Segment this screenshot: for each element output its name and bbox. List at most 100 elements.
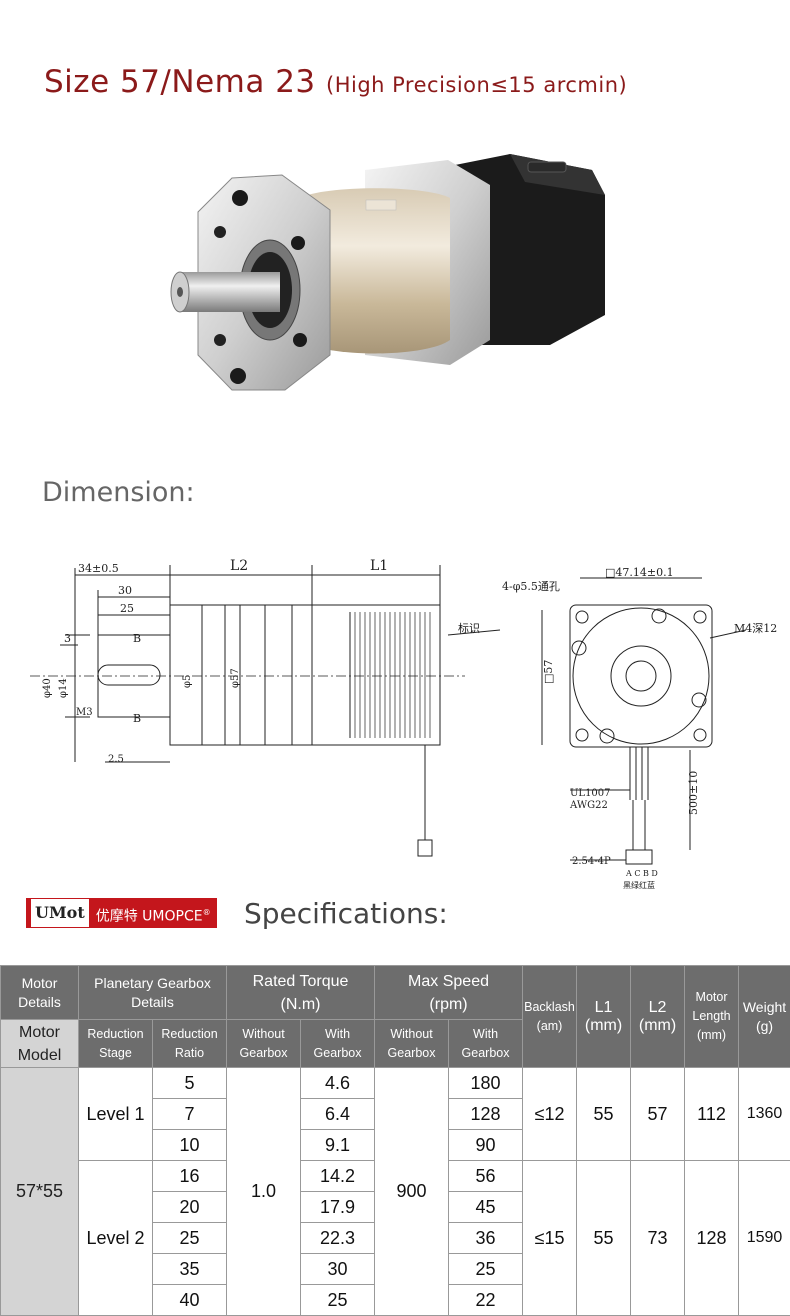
dimension-drawing: 34±0.5 L2 L1 30 25 3 B B M3 2.5 φ40 φ14 … [30,558,777,890]
cell-speed: 56 [448,1160,524,1192]
table-row: 10 9.1 90 [1,1129,790,1161]
th-torque-without: Without Gearbox [226,1019,302,1068]
dim-m4: M4深12 [734,622,777,635]
cell-ratio: 25 [151,1222,228,1254]
th-max-speed-unit: (rpm) [429,995,468,1013]
cell-l1-2: 55 [576,1160,632,1316]
th-planetary: Planetary Gearbox Details [77,965,228,1020]
cell-motor-length-1: 112 [684,1067,740,1161]
th-rated-torque: Rated Torque (N.m) [226,965,376,1020]
cell-ratio: 20 [151,1191,228,1223]
th-motor-length-unit: (mm) [696,1028,727,1042]
dim-m3: M3 [76,707,93,718]
dim-holes: 4-φ5.5通孔 [502,580,560,593]
dim-34: 34±0.5 [78,562,119,575]
th-rated-torque-label: Rated Torque [252,972,349,990]
th-l1-label: L1 [594,998,613,1016]
cell-torque: 6.4 [300,1098,376,1130]
cell-model: 57*55 [0,1067,79,1316]
cell-stage-2: Level 2 [78,1160,153,1316]
cell-motor-length-2: 128 [684,1160,740,1316]
cell-ratio: 10 [151,1129,228,1161]
cell-l2-1: 57 [630,1067,686,1161]
cell-torque: 4.6 [300,1067,376,1099]
cell-torque: 30 [300,1253,376,1285]
dimension-title: Dimension: [42,477,195,508]
header-row-1: Motor Details Planetary Gearbox Details … [0,965,790,1068]
cell-ratio: 7 [151,1098,228,1130]
cell-ratio: 16 [151,1160,228,1192]
cell-torque-without: 1.0 [226,1067,302,1316]
specifications-table: Motor Details Planetary Gearbox Details … [0,965,790,1316]
dim-l1: L1 [370,558,388,574]
th-l2: L2(mm) [630,965,686,1068]
cell-speed: 25 [448,1253,524,1285]
th-max-speed-label: Max Speed [408,972,489,990]
brand-umopce-text: 优摩特 UMOPCE [95,908,203,925]
table-row: Level 2 16 14.2 56 ≤15 55 73 128 1590 [1,1160,790,1316]
th-l1: L1(mm) [576,965,632,1068]
brand-umot: UMot [26,898,90,928]
cell-speed: 180 [448,1067,524,1099]
th-motor-model: Motor Model [0,1019,79,1068]
cell-speed-without: 900 [374,1067,450,1316]
dim-ul: UL1007 [570,788,611,799]
brand-reg: ® [202,908,211,917]
dim-2-5: 2.5 [108,754,124,765]
th-weight: Weight (g) [738,965,790,1068]
th-reduction-ratio: Reduction Ratio [151,1019,228,1068]
cell-weight-2: 1590 [738,1160,790,1316]
page-title: Size 57/Nema 23 (High Precision≤15 arcmi… [44,64,627,100]
dim-cable-len: 500±10 [687,771,700,815]
gearbox-motor-photo [170,154,605,391]
cell-stage-1: Level 1 [78,1067,153,1161]
th-l2-unit: (mm) [638,1016,677,1034]
header-row-2: Motor Model Reduction Stage Reduction Ra… [0,1019,790,1068]
cell-speed: 36 [448,1222,524,1254]
cell-torque: 9.1 [300,1129,376,1161]
th-motor-length: Motor Length (mm) [684,965,740,1068]
dim-pins: A C B D [625,869,658,878]
table-row: 57*55 Level 1 5 1.0 4.6 900 180 ≤12 55 5… [0,1067,790,1316]
table-row: 25 22.3 36 [1,1222,790,1254]
cell-torque: 17.9 [300,1191,376,1223]
cell-torque: 14.2 [300,1160,376,1192]
th-backlash-label: Backlash [524,999,575,1014]
dim-b-bottom: B [133,712,141,725]
brand-logo: UMot 优摩特 UMOPCE® [26,898,217,928]
th-reduction-stage: Reduction Stage [78,1019,153,1068]
dim-phi40: φ40 [42,678,53,698]
dim-57: □57 [542,660,555,684]
th-weight-unit: (g) [755,1017,774,1034]
dim-3: 3 [64,632,71,645]
cell-torque: 22.3 [300,1222,376,1254]
table-row: 7 6.4 128 [1,1098,790,1130]
dim-connector: 2.54-4P [572,856,611,867]
specifications-title: Specifications: [244,897,448,930]
cell-speed: 90 [448,1129,524,1161]
dim-30: 30 [118,584,132,597]
dim-b-top: B [133,632,141,645]
th-l1-unit: (mm) [584,1016,623,1034]
dim-phi57: φ57 [230,668,241,688]
cell-speed: 45 [448,1191,524,1223]
cell-speed: 128 [448,1098,524,1130]
title-subtitle: (High Precision≤15 arcmin) [326,73,628,97]
table-row: 40 25 22 [1,1284,790,1316]
cell-speed: 22 [448,1284,524,1316]
th-speed-with: With Gearbox [448,1019,524,1068]
cell-backlash-1: ≤12 [522,1067,578,1161]
th-backlash: Backlash(am) [522,965,578,1068]
cell-ratio: 35 [151,1253,228,1285]
th-l2-label: L2 [648,998,667,1016]
dim-l2: L2 [230,558,248,574]
th-rated-torque-unit: (N.m) [280,995,321,1013]
th-motor-details: Motor Details [0,965,79,1020]
dim-25: 25 [120,602,134,615]
cell-ratio: 40 [151,1284,228,1316]
th-motor-length-label: Motor Length [692,990,731,1023]
th-weight-label: Weight [742,998,787,1015]
dim-awg: AWG22 [569,800,608,811]
dim-phi14: φ14 [58,678,69,698]
title-main: Size 57/Nema 23 [44,64,316,100]
